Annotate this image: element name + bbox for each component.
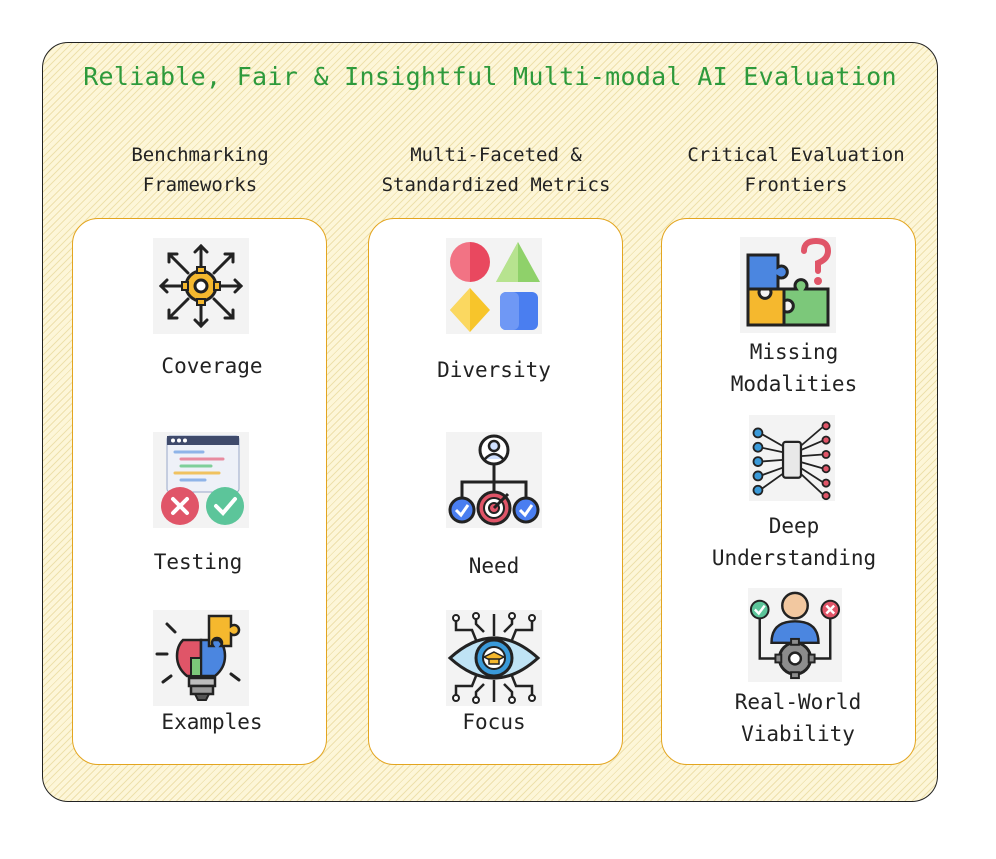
item-label-need: Need — [468, 554, 520, 578]
item-label-real-world-viability: Real-World Viability — [734, 690, 862, 746]
shapes-icon — [446, 238, 542, 334]
column-1-heading: Benchmarking Frameworks — [60, 140, 340, 200]
column-2-heading-line1: Multi-Faceted & — [410, 144, 582, 166]
code-test-icon — [153, 432, 249, 528]
column-1-heading-line1: Benchmarking — [131, 144, 269, 166]
diagram-title: Reliable, Fair & Insightful Multi-modal … — [83, 62, 897, 91]
item-label-focus: Focus — [462, 710, 526, 734]
neural-network-icon — [749, 415, 835, 501]
column-3-heading: Critical Evaluation Frontiers — [656, 140, 936, 200]
eye-circuit-icon — [446, 610, 542, 706]
gear-arrows-icon — [153, 238, 249, 334]
item-label-diversity: Diversity — [437, 358, 551, 382]
column-1-heading-line2: Frameworks — [142, 174, 258, 196]
item-label-missing-modalities: Missing Modalities — [730, 340, 858, 396]
person-gear-icon — [748, 588, 842, 682]
puzzle-question-icon — [740, 237, 836, 333]
item-label-testing: Testing — [153, 550, 243, 574]
column-2-heading: Multi-Faceted & Standardized Metrics — [356, 140, 636, 200]
puzzle-bulb-icon — [153, 610, 249, 706]
item-label-coverage: Coverage — [161, 354, 263, 378]
column-2-heading-line2: Standardized Metrics — [381, 174, 611, 196]
column-3-heading-line2: Frontiers — [744, 174, 848, 196]
item-label-examples: Examples — [161, 710, 263, 734]
column-3-heading-line1: Critical Evaluation — [687, 144, 905, 166]
item-label-deep-understanding: Deep Understanding — [711, 514, 877, 570]
target-person-icon — [446, 432, 542, 528]
